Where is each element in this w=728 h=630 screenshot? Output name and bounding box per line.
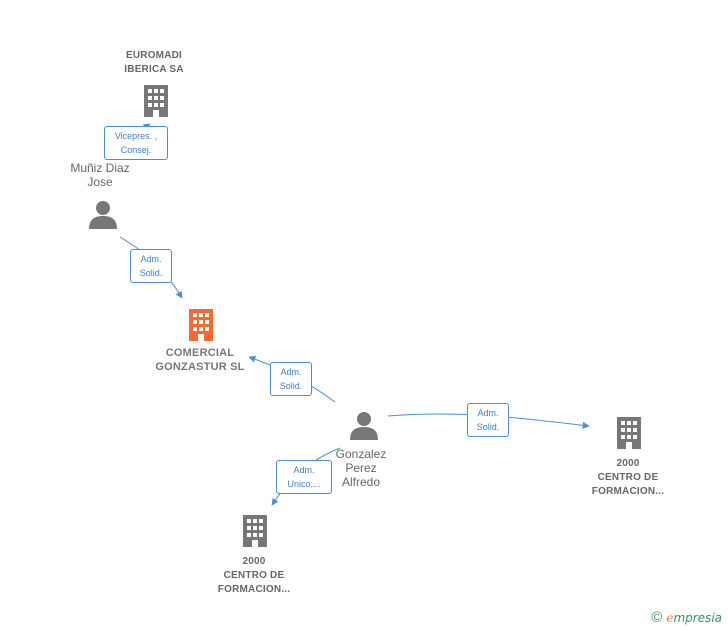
node-label-line: Gonzalez xyxy=(335,447,387,461)
node-label-euromadi[interactable]: EUROMADI IBERICA SA xyxy=(124,49,183,77)
relation-label-adm-unico[interactable]: Adm. Unico,... xyxy=(276,460,332,494)
copyright-icon: © xyxy=(651,609,663,626)
node-label-line: 2000 xyxy=(242,556,266,567)
relation-label-adm-solid-1[interactable]: Adm. Solid. xyxy=(130,249,172,283)
building-icon[interactable] xyxy=(243,515,267,547)
relation-label-adm-solid-3[interactable]: Adm. Solid. xyxy=(467,403,509,437)
node-label-comercial[interactable]: COMERCIAL GONZASTUR SL xyxy=(155,346,244,374)
building-icon[interactable] xyxy=(189,309,213,341)
node-label-line: FORMACION... xyxy=(591,486,665,497)
brand-watermark: ©empresia xyxy=(651,609,722,626)
node-label-line: EUROMADI xyxy=(125,50,183,61)
relation-line: Adm. xyxy=(477,408,499,418)
node-label-centro-right[interactable]: 2000 CENTRO DE FORMACION... xyxy=(592,457,664,499)
node-label-line: COMERCIAL xyxy=(165,347,235,359)
node-label-line: CENTRO DE xyxy=(597,472,659,483)
node-label-line: Perez xyxy=(345,461,377,475)
brand-name: mpresia xyxy=(673,611,722,625)
node-label-line: Jose xyxy=(87,175,113,189)
relation-line: Vicepres. , xyxy=(114,131,158,141)
relation-line: Solid. xyxy=(279,381,303,391)
building-icon[interactable] xyxy=(617,417,641,449)
building-icon[interactable] xyxy=(144,85,168,117)
node-label-line: CENTRO DE xyxy=(223,570,285,581)
relation-line: Solid. xyxy=(139,268,163,278)
node-label-line: Muñiz Diaz xyxy=(70,161,130,175)
node-label-line: GONZASTUR SL xyxy=(155,361,245,373)
relation-line: Solid. xyxy=(476,422,500,432)
relation-label-adm-solid-2[interactable]: Adm. Solid. xyxy=(270,362,312,396)
brand-initial: e xyxy=(666,611,674,625)
node-label-line: 2000 xyxy=(616,458,640,469)
node-label-line: FORMACION... xyxy=(217,584,291,595)
relation-line: Consej. xyxy=(120,145,152,155)
node-label-line: IBERICA SA xyxy=(124,64,184,75)
relation-line: Unico,... xyxy=(287,479,321,489)
person-icon[interactable] xyxy=(350,412,378,440)
relation-line: Adm. xyxy=(293,465,315,475)
node-label-munoz[interactable]: Muñiz Diaz Jose xyxy=(70,161,129,189)
relation-line: Adm. xyxy=(140,254,162,264)
relation-label-vicepres[interactable]: Vicepres. , Consej. xyxy=(104,126,168,160)
node-label-line: Alfredo xyxy=(341,475,381,489)
node-label-gonzalez[interactable]: Gonzalez Perez Alfredo xyxy=(336,447,387,489)
person-icon[interactable] xyxy=(89,201,117,229)
node-label-centro-bottom[interactable]: 2000 CENTRO DE FORMACION... xyxy=(218,555,290,597)
relation-line: Adm. xyxy=(280,367,302,377)
